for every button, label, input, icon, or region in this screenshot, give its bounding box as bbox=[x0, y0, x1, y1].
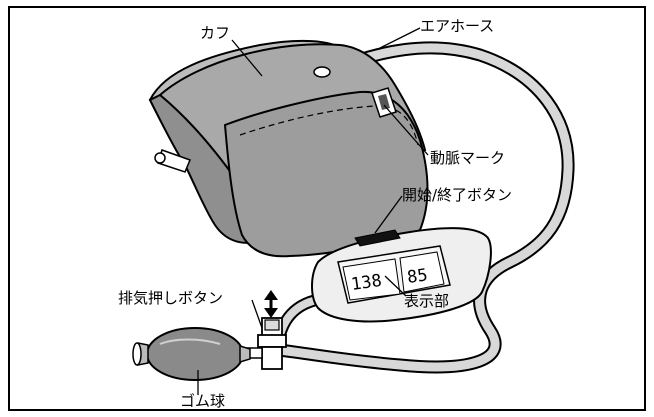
label-display: 表示部 bbox=[404, 292, 449, 310]
diagram-frame bbox=[8, 6, 646, 411]
lcd-diastolic-value: 85 bbox=[406, 265, 429, 288]
label-air-hose: エアホース bbox=[420, 17, 494, 35]
up-down-arrow-icon bbox=[264, 290, 278, 318]
label-artery-mark: 動脈マーク bbox=[430, 149, 505, 167]
exhaust-push-button[interactable] bbox=[264, 319, 280, 331]
label-cuff: カフ bbox=[200, 24, 230, 42]
rubber-bulb[interactable] bbox=[132, 327, 251, 381]
monitor-unit: 138 85 bbox=[311, 227, 492, 323]
leader-lines bbox=[197, 27, 429, 395]
label-rubber-bulb: ゴム球 bbox=[180, 392, 225, 410]
start-stop-button[interactable] bbox=[354, 229, 401, 247]
cuff bbox=[148, 39, 429, 258]
lcd-systolic-value: 138 bbox=[350, 271, 383, 295]
label-start-stop-button: 開始/終了ボタン bbox=[402, 186, 512, 204]
label-exhaust-button: 排気押しボタン bbox=[118, 289, 223, 307]
